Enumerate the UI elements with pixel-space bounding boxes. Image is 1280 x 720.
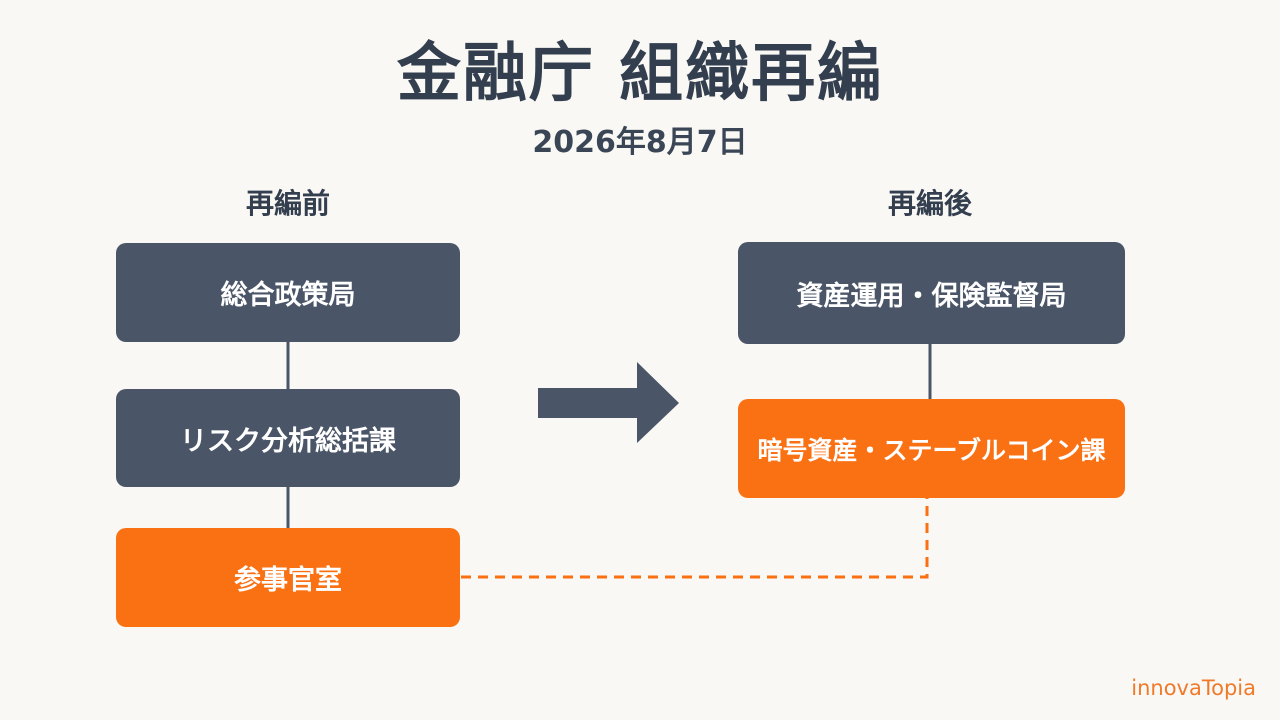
diagram-title: 金融庁 組織再編 (396, 37, 884, 111)
box-before-1: 総合政策局 (116, 243, 460, 342)
diagram-date: 2026年8月7日 (532, 125, 748, 160)
after-label: 再編後 (887, 187, 972, 220)
brand-logo: innovaTopia (1131, 676, 1256, 700)
box-before-2: リスク分析総括課 (116, 389, 460, 487)
box-after-1: 資産運用・保険監督局 (738, 242, 1125, 344)
connector-dashed-transfer (461, 498, 929, 579)
arrow-right-icon (538, 362, 679, 443)
box-before-3: 参事官室 (116, 528, 460, 627)
before-label: 再編前 (245, 187, 330, 220)
box-after-2: 暗号資産・ステーブルコイン課 (738, 399, 1125, 498)
